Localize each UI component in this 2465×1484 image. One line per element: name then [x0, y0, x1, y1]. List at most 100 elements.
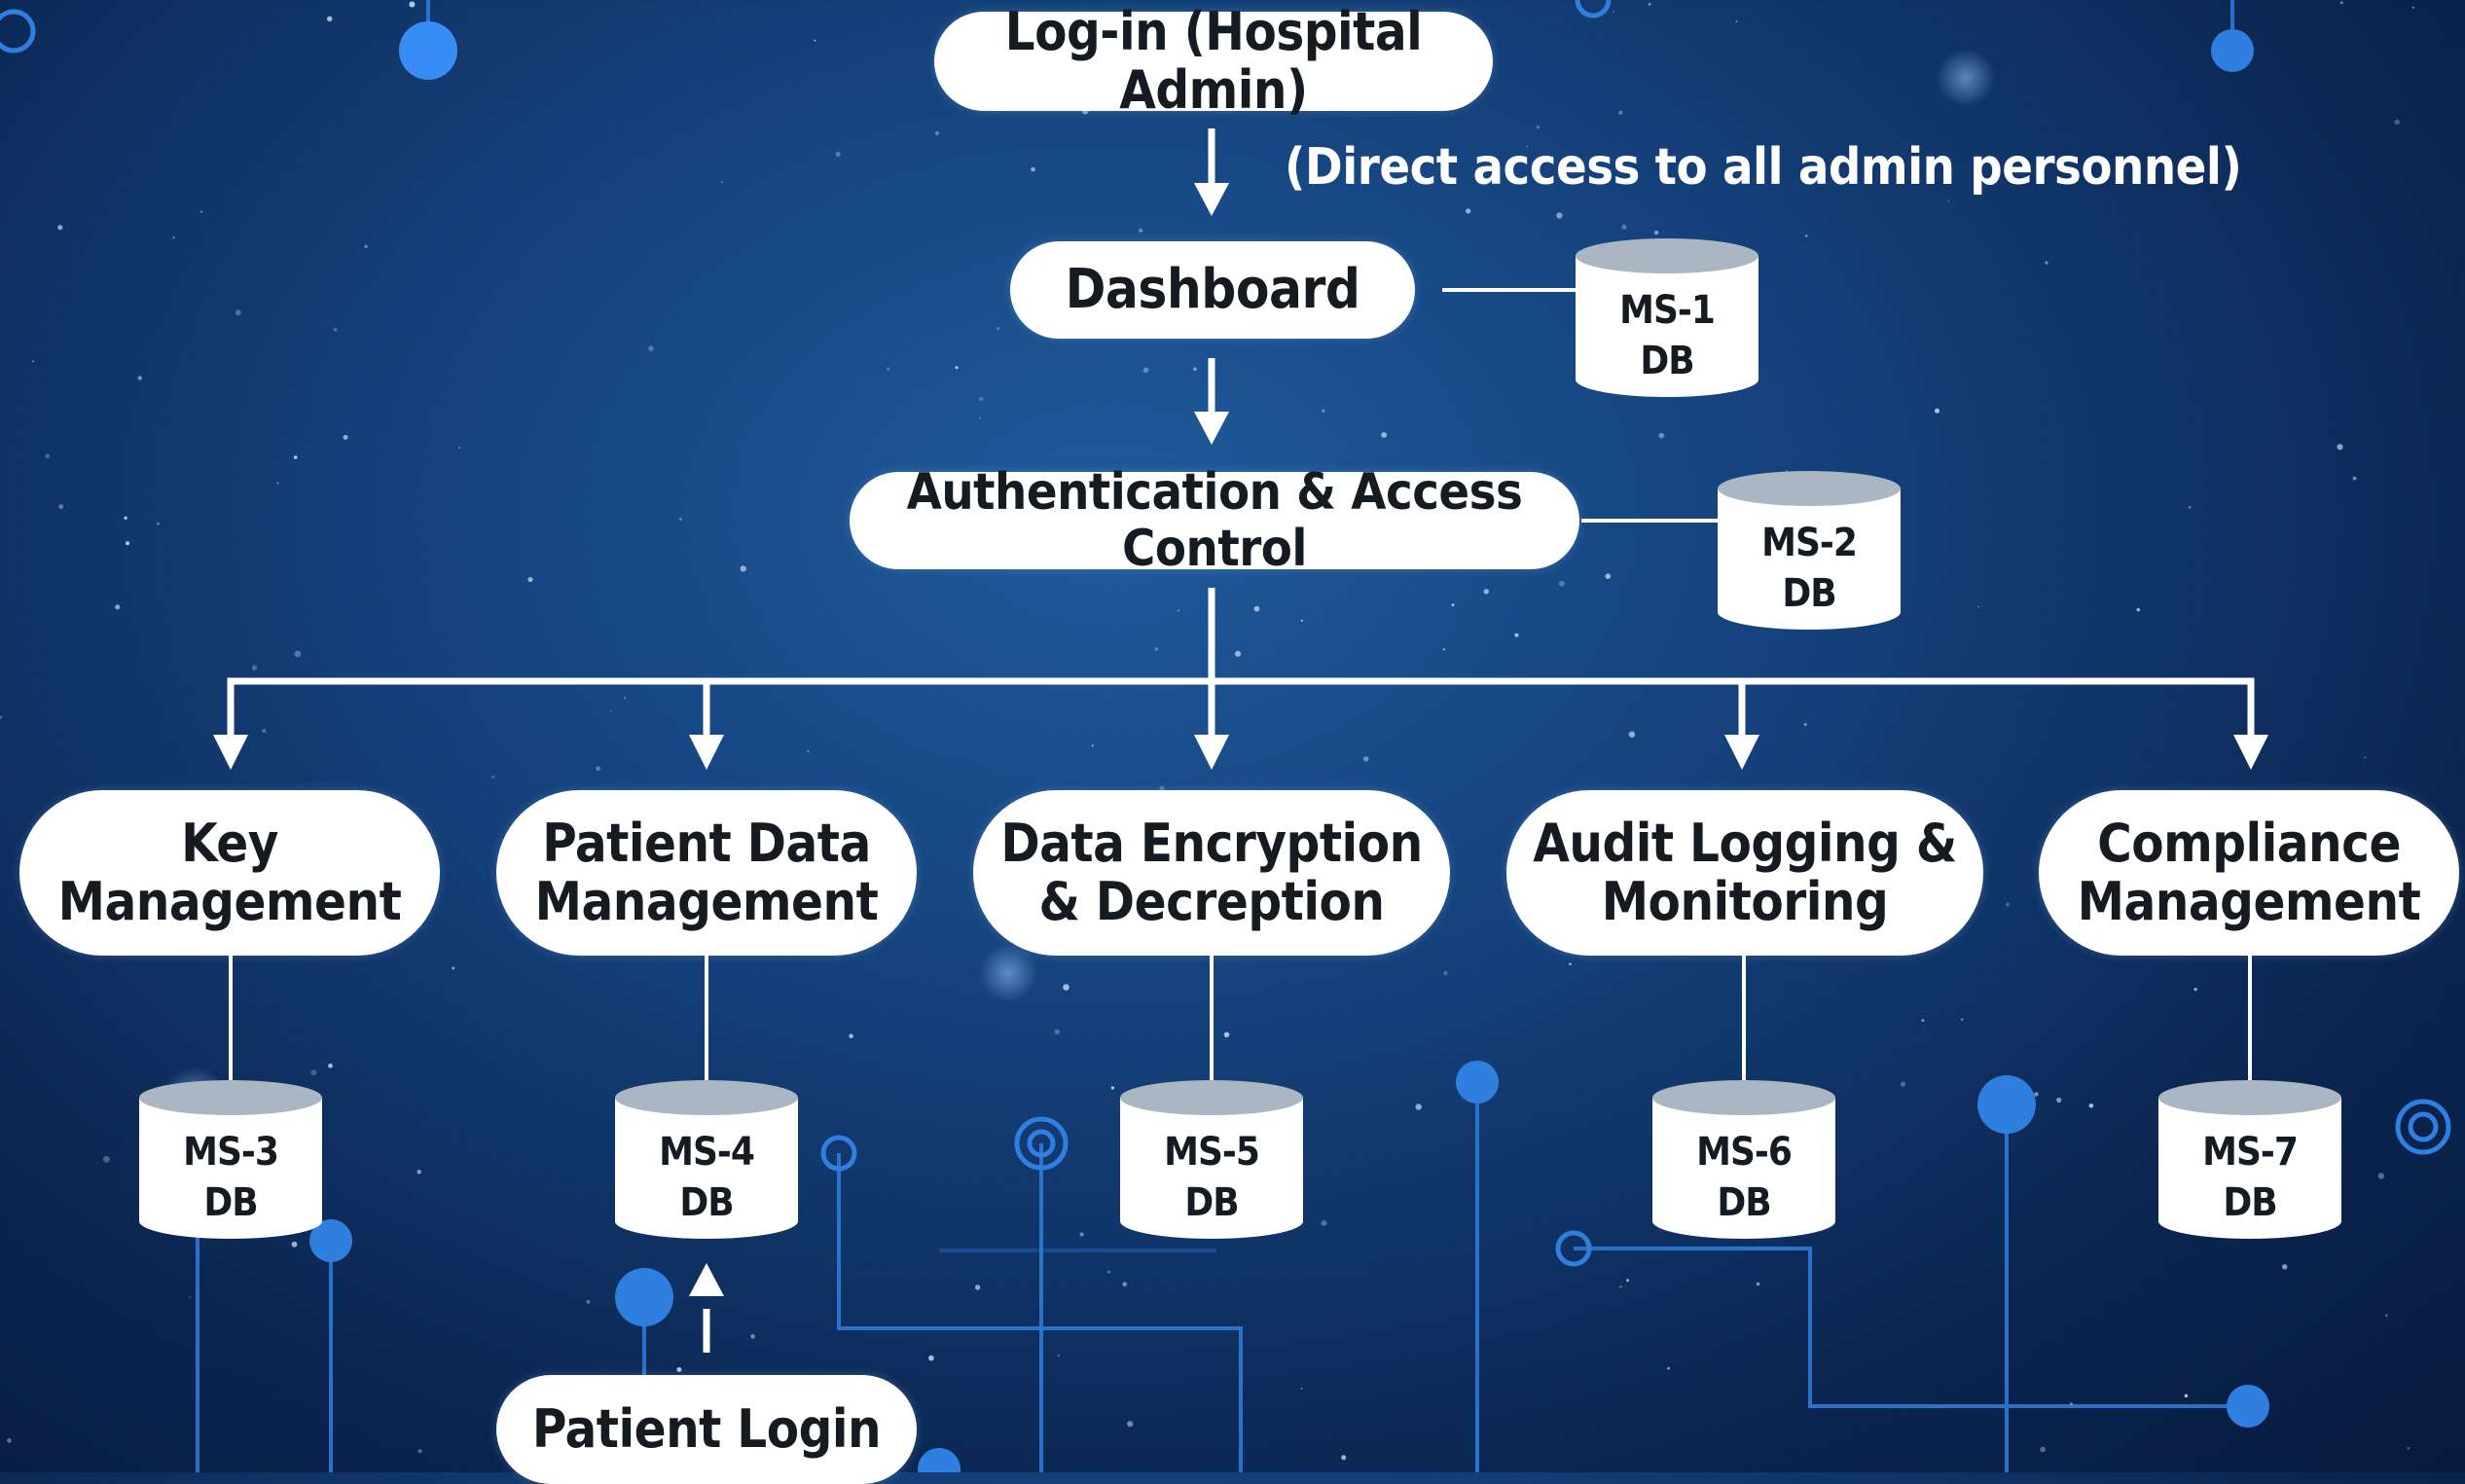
star-dot [1628, 731, 1636, 738]
node-audit-logging: Audit Logging & Monitoring [1506, 790, 1983, 956]
database-icon [2158, 1080, 2341, 1239]
star-dot [2411, 6, 2414, 9]
star-dot [1805, 235, 1808, 237]
database-icon [1718, 471, 1901, 630]
database-ms2-label: MS-2 DB [1761, 521, 1858, 616]
star-dot [157, 522, 160, 525]
star-dot [327, 16, 333, 21]
node-audit-label: Audit Logging & Monitoring [1533, 812, 1957, 932]
star-dot [835, 151, 841, 158]
star-dot [172, 236, 175, 239]
star-dot [417, 1170, 422, 1175]
star-dot [1618, 110, 1623, 115]
database-icon [1652, 1080, 1835, 1239]
star-dot [527, 576, 533, 583]
star-dot [235, 309, 241, 316]
star-dot [1142, 367, 1149, 374]
star-dot [1900, 1081, 1906, 1087]
star-dot [1223, 1032, 1230, 1038]
star-dot [126, 541, 129, 546]
arrowhead-compliance [2233, 735, 2268, 770]
node-patient-login: Patient Login [496, 1375, 917, 1484]
star-dot [328, 1064, 333, 1068]
node-patient-login-label: Patient Login [531, 1397, 882, 1460]
star-dot [1159, 785, 1165, 791]
node-auth-access-control: Authentication & Access Control [850, 464, 1579, 577]
star-dot [2364, 756, 2367, 759]
star-dot [2088, 1104, 2094, 1108]
star-dot [276, 482, 279, 485]
star-dot [1106, 1270, 1111, 1274]
star-dot [1526, 145, 1529, 148]
star-dot [1569, 962, 1572, 966]
star-dot [1139, 228, 1143, 233]
node-compliance-management: Compliance Management [2039, 790, 2459, 956]
star-dot [45, 453, 51, 459]
star-dot [1381, 432, 1388, 438]
star-dot [57, 225, 63, 231]
star-dot [1110, 1086, 1115, 1090]
star-dot [1321, 1219, 1327, 1226]
database-icon [1120, 1080, 1303, 1239]
database-ms5-label: MS-5 DB [1164, 1130, 1260, 1225]
star-dot [1300, 619, 1303, 622]
database-ms3-label: MS-3 DB [183, 1130, 279, 1225]
star-dot [1057, 1354, 1061, 1357]
star-dot [1556, 212, 1563, 219]
star-dot [955, 366, 959, 370]
star-dot [887, 367, 889, 371]
star-dot [58, 504, 63, 509]
star-dot [624, 697, 627, 700]
star-dot [2193, 988, 2197, 992]
star-dot [2034, 1092, 2039, 1097]
arrowhead-patient-data [689, 735, 724, 770]
star-dot [2040, 1446, 2046, 1453]
star-dot [1154, 647, 1159, 651]
database-ms6: MS-6 DB [1650, 1080, 1837, 1241]
star-dot [1442, 648, 1445, 651]
node-compliance-label: Compliance Management [2077, 812, 2421, 932]
connector-branch-bar [227, 677, 2255, 740]
database-ms7-label: MS-7 DB [2202, 1130, 2299, 1225]
star-dot [807, 750, 810, 753]
star-dot [2394, 119, 2401, 126]
database-ms1-label: MS-1 DB [1619, 288, 1716, 383]
star-dot [1235, 650, 1242, 657]
star-dot [0, 715, 3, 720]
database-ms6-label: MS-6 DB [1696, 1130, 1793, 1225]
star-dot [2384, 1314, 2388, 1318]
star-dot [32, 360, 35, 363]
star-dot [676, 1367, 682, 1372]
star-dot [2045, 261, 2048, 265]
star-dot [1619, 1285, 1622, 1288]
star-dot [1341, 1455, 1347, 1461]
star-dot [1935, 408, 1939, 414]
star-dot [364, 244, 368, 248]
star-dot [294, 650, 302, 658]
star-dot [291, 1241, 298, 1248]
arrowhead-key [213, 735, 248, 770]
star-dot [1921, 1019, 1925, 1022]
star-dot [928, 1355, 934, 1361]
star-dot [2056, 1097, 2062, 1104]
star-dot [115, 604, 121, 610]
star-dot [1127, 1421, 1134, 1428]
star-dot [1947, 199, 1950, 202]
node-key-management-label: Key Management [57, 812, 402, 932]
star-dot [1031, 166, 1035, 172]
star-dot [1977, 605, 1979, 608]
star-dot [2339, 1, 2343, 5]
star-dot [1063, 984, 1069, 991]
star-dot [189, 1296, 192, 1299]
star-dot [974, 1285, 981, 1290]
star-dot [251, 665, 258, 670]
star-dot [648, 345, 654, 351]
star-dot [1253, 605, 1260, 612]
node-data-encryption: Data Encryption & Decreption [973, 790, 1450, 956]
arrowhead-encryption [1194, 735, 1229, 770]
star-dot [491, 775, 495, 779]
arrowhead-ms4 [689, 1263, 724, 1296]
star-dot [1658, 432, 1665, 439]
star-dot [849, 1033, 853, 1038]
